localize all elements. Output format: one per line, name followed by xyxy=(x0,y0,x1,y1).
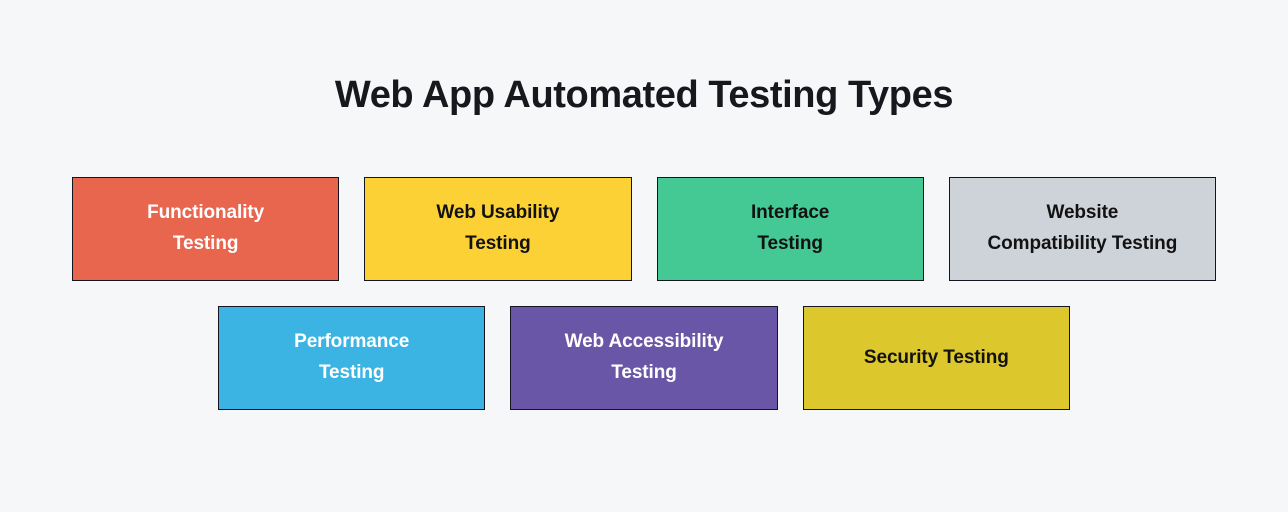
card-label-line-1: Performance xyxy=(294,331,410,353)
page-title: Web App Automated Testing Types xyxy=(334,74,954,116)
card-label-line-2: Testing xyxy=(611,362,677,383)
card-label: Interface Testing xyxy=(668,198,913,260)
card-label: Web Usability Testing xyxy=(375,198,620,260)
card-label-line-2: Testing xyxy=(757,233,823,254)
card-website-compatibility-testing[interactable]: Website Compatibility Testing xyxy=(948,177,1216,281)
card-label-line-2: Testing xyxy=(318,362,385,383)
card-label-line-1: Web Usability xyxy=(436,202,560,224)
testing-types-row-2: Performance Testing Web Accessibility Te… xyxy=(218,306,1070,410)
card-label: Website Compatibility Testing xyxy=(960,198,1205,260)
card-label-line-1: Functionality xyxy=(147,202,265,224)
card-web-usability-testing[interactable]: Web Usability Testing xyxy=(364,177,632,281)
card-label: Web Accessibility Testing xyxy=(521,327,766,389)
card-label-line-1: Website xyxy=(1046,202,1119,224)
card-label: Security Testing xyxy=(814,343,1059,374)
card-functionality-testing[interactable]: Functionality Testing xyxy=(72,177,340,281)
card-label-line-1: Interface xyxy=(750,202,830,224)
card-label-line-1: Security Testing xyxy=(863,346,1009,368)
card-label: Functionality Testing xyxy=(83,198,328,260)
card-performance-testing[interactable]: Performance Testing xyxy=(218,306,486,410)
card-security-testing[interactable]: Security Testing xyxy=(802,306,1070,410)
testing-types-row-1: Functionality Testing Web Usability Test… xyxy=(72,177,1216,281)
card-label-line-2: Compatibility Testing xyxy=(987,233,1178,254)
card-interface-testing[interactable]: Interface Testing xyxy=(656,177,924,281)
card-label: Performance Testing xyxy=(229,327,474,389)
card-label-line-2: Testing xyxy=(465,233,531,254)
card-label-line-1: Web Accessibility xyxy=(564,331,724,353)
card-web-accessibility-testing[interactable]: Web Accessibility Testing xyxy=(510,306,778,410)
card-label-line-2: Testing xyxy=(172,233,239,254)
